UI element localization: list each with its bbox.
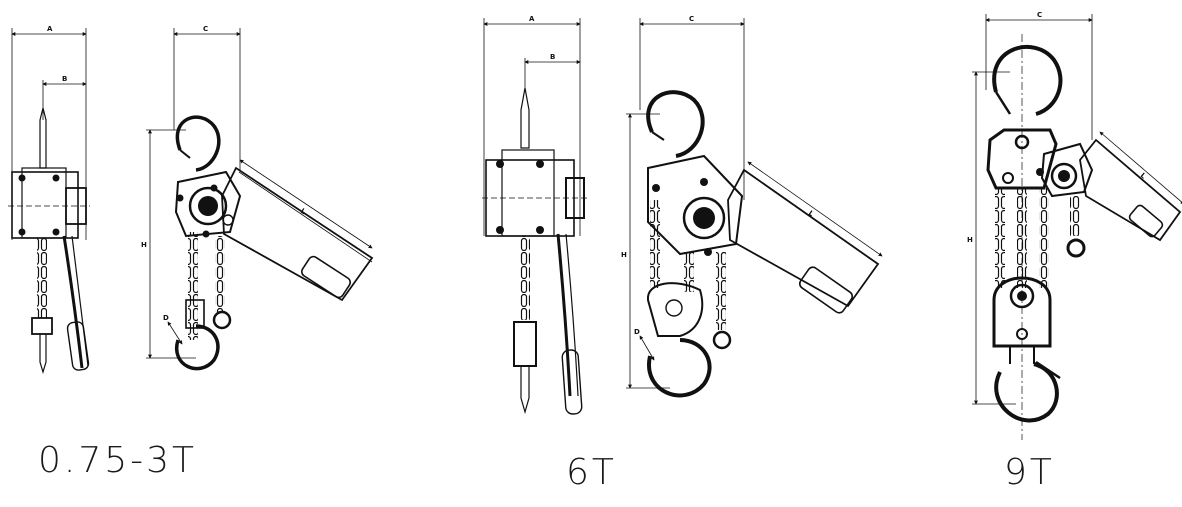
dim-label-l: L bbox=[299, 207, 308, 216]
model-caption-large: 9T bbox=[1004, 452, 1055, 493]
model-medium-side-view: C H L D bbox=[621, 15, 883, 398]
dim-label-c: C bbox=[203, 25, 208, 33]
dim-label-h: H bbox=[967, 236, 973, 244]
dim-label-l: L bbox=[807, 209, 816, 218]
dim-label-a: A bbox=[47, 25, 53, 33]
dim-label-h: H bbox=[621, 251, 627, 259]
model-medium-front-view: A B bbox=[482, 15, 588, 415]
model-caption-small: 0.75-3T bbox=[38, 440, 198, 481]
dim-label-l: L bbox=[1139, 171, 1148, 180]
model-large-side-view: C H L bbox=[967, 11, 1182, 440]
dim-label-a: A bbox=[529, 15, 535, 23]
dim-label-h: H bbox=[141, 241, 147, 249]
model-small-side-view: C H L D bbox=[141, 25, 374, 371]
dim-label-b: B bbox=[62, 75, 67, 83]
dim-label-c: C bbox=[689, 15, 694, 23]
model-small-front-view: A B bbox=[8, 25, 90, 375]
dim-label-b: B bbox=[550, 53, 555, 61]
model-caption-medium: 6T bbox=[566, 452, 617, 493]
dim-label-d: D bbox=[634, 328, 640, 336]
dim-label-d: D bbox=[163, 314, 169, 322]
dim-label-c: C bbox=[1037, 11, 1042, 19]
